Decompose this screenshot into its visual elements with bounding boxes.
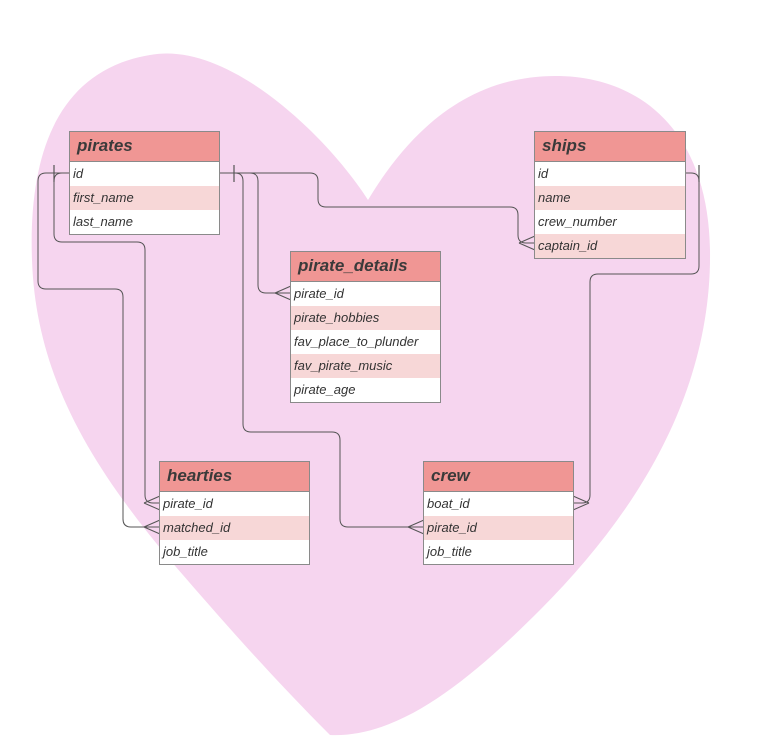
- pirate-details-table[interactable]: pirate_details pirate_id pirate_hobbies …: [290, 251, 441, 403]
- pirate-details-field-pirate-hobbies: pirate_hobbies: [291, 306, 440, 330]
- pirate-details-field-pirate-age: pirate_age: [294, 382, 356, 397]
- crew-field-pirate-id: pirate_id: [424, 516, 573, 540]
- pirate-details-table-title: pirate_details: [291, 252, 440, 282]
- crew-field-job-title: job_title: [427, 544, 472, 559]
- pirate-details-field-fav-pirate-music: fav_pirate_music: [291, 354, 440, 378]
- pirate-details-field-pirate-id: pirate_id: [294, 286, 344, 301]
- ships-field-captain-id: captain_id: [535, 234, 685, 258]
- ships-field-crew-number: crew_number: [538, 214, 617, 229]
- pirates-table-title: pirates: [70, 132, 219, 162]
- crew-table-title: crew: [424, 462, 573, 492]
- hearties-table-title: hearties: [160, 462, 309, 492]
- pirates-field-first-name: first_name: [70, 186, 219, 210]
- hearties-field-job-title: job_title: [163, 544, 208, 559]
- pirate-details-field-fav-place-to-plunder: fav_place_to_plunder: [294, 334, 419, 349]
- ships-field-name: name: [535, 186, 685, 210]
- hearties-field-pirate-id: pirate_id: [163, 496, 213, 511]
- ships-field-id: id: [538, 166, 549, 181]
- pirates-field-last-name: last_name: [73, 214, 133, 229]
- pirates-table[interactable]: pirates id first_name last_name: [69, 131, 220, 235]
- crew-table[interactable]: crew boat_id pirate_id job_title: [423, 461, 574, 565]
- ships-table[interactable]: ships id name crew_number captain_id: [534, 131, 686, 259]
- crew-field-boat-id: boat_id: [427, 496, 470, 511]
- hearties-field-matched-id: matched_id: [160, 516, 309, 540]
- hearties-table[interactable]: hearties pirate_id matched_id job_title: [159, 461, 310, 565]
- pirates-field-id: id: [73, 166, 84, 181]
- ships-table-title: ships: [535, 132, 685, 162]
